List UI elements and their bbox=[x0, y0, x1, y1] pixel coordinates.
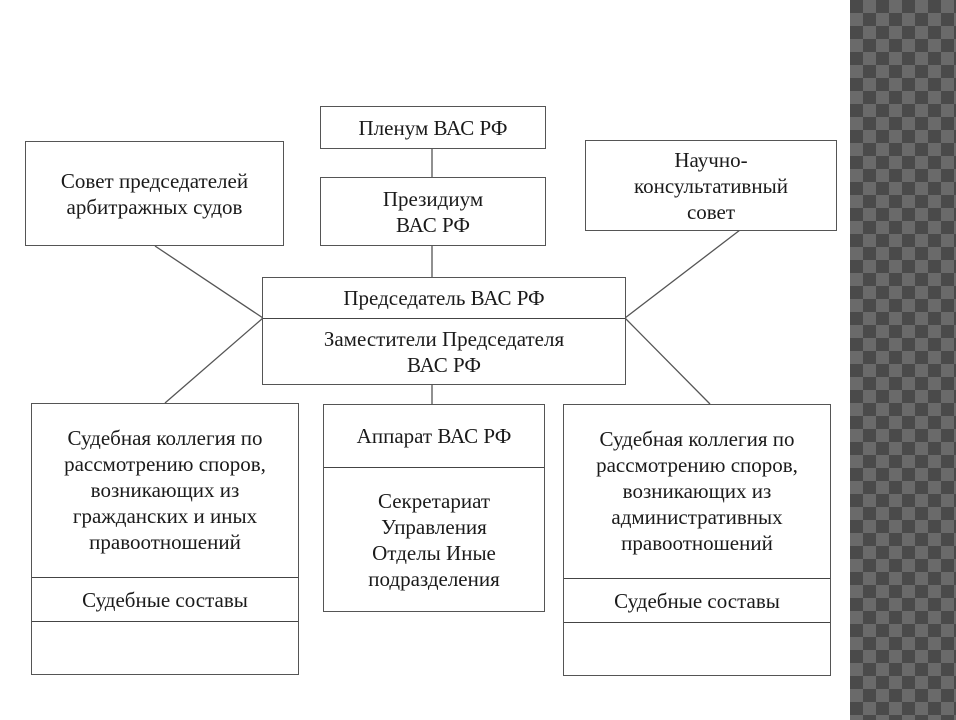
collegium-civil-box: Судебная коллегия по рассмотрению споров… bbox=[31, 403, 299, 675]
decorative-side-pattern bbox=[850, 0, 956, 720]
collegium-civil-compositions-label: Судебные составы bbox=[82, 587, 248, 612]
scientific-council-box: Научно-консультативный совет bbox=[585, 140, 837, 231]
council-chairs-box: Совет председателей арбитражных судов bbox=[25, 141, 284, 246]
collegium-civil-label: Судебная коллегия по рассмотрению споров… bbox=[64, 426, 266, 554]
collegium-civil-divider-2 bbox=[32, 621, 298, 622]
collegium-admin-box: Судебная коллегия по рассмотрению споров… bbox=[563, 404, 831, 676]
chairman-box: Председатель ВАС РФ Заместители Председа… bbox=[262, 277, 626, 385]
apparatus-units-label: Секретариат Управления Отделы Иные подра… bbox=[368, 488, 500, 591]
slide-canvas: Пленум ВАС РФ Совет председателей арбитр… bbox=[25, 106, 837, 676]
collegium-admin-compositions-label: Судебные составы bbox=[614, 588, 780, 613]
connector-chairman-admin bbox=[624, 317, 711, 405]
collegium-civil-divider-1 bbox=[32, 577, 298, 578]
plenum-label: Пленум ВАС РФ bbox=[358, 115, 508, 140]
connector-chairman-civil bbox=[164, 317, 264, 404]
deputies-label: Заместители Председателя ВАС РФ bbox=[323, 326, 565, 377]
council-chairs-label: Совет председателей арбитражных судов bbox=[60, 168, 249, 219]
connector-scientific-chairman bbox=[624, 229, 741, 319]
connector-lines bbox=[154, 148, 741, 405]
presidium-box: Президиум ВАС РФ bbox=[320, 177, 546, 246]
chairman-divider bbox=[263, 318, 625, 319]
apparatus-box: Аппарат ВАС РФ Секретариат Управления От… bbox=[323, 404, 545, 612]
collegium-admin-label: Судебная коллегия по рассмотрению споров… bbox=[596, 427, 798, 555]
connector-council-chairman bbox=[154, 245, 264, 319]
collegium-admin-divider-1 bbox=[564, 578, 830, 579]
presidium-label: Президиум ВАС РФ bbox=[382, 186, 484, 237]
apparatus-label: Аппарат ВАС РФ bbox=[356, 424, 512, 448]
collegium-admin-divider-2 bbox=[564, 622, 830, 623]
chairman-label: Председатель ВАС РФ bbox=[343, 286, 545, 310]
apparatus-divider bbox=[324, 467, 544, 468]
scientific-council-label: Научно-консультативный совет bbox=[634, 147, 788, 224]
plenum-box: Пленум ВАС РФ bbox=[320, 106, 546, 149]
